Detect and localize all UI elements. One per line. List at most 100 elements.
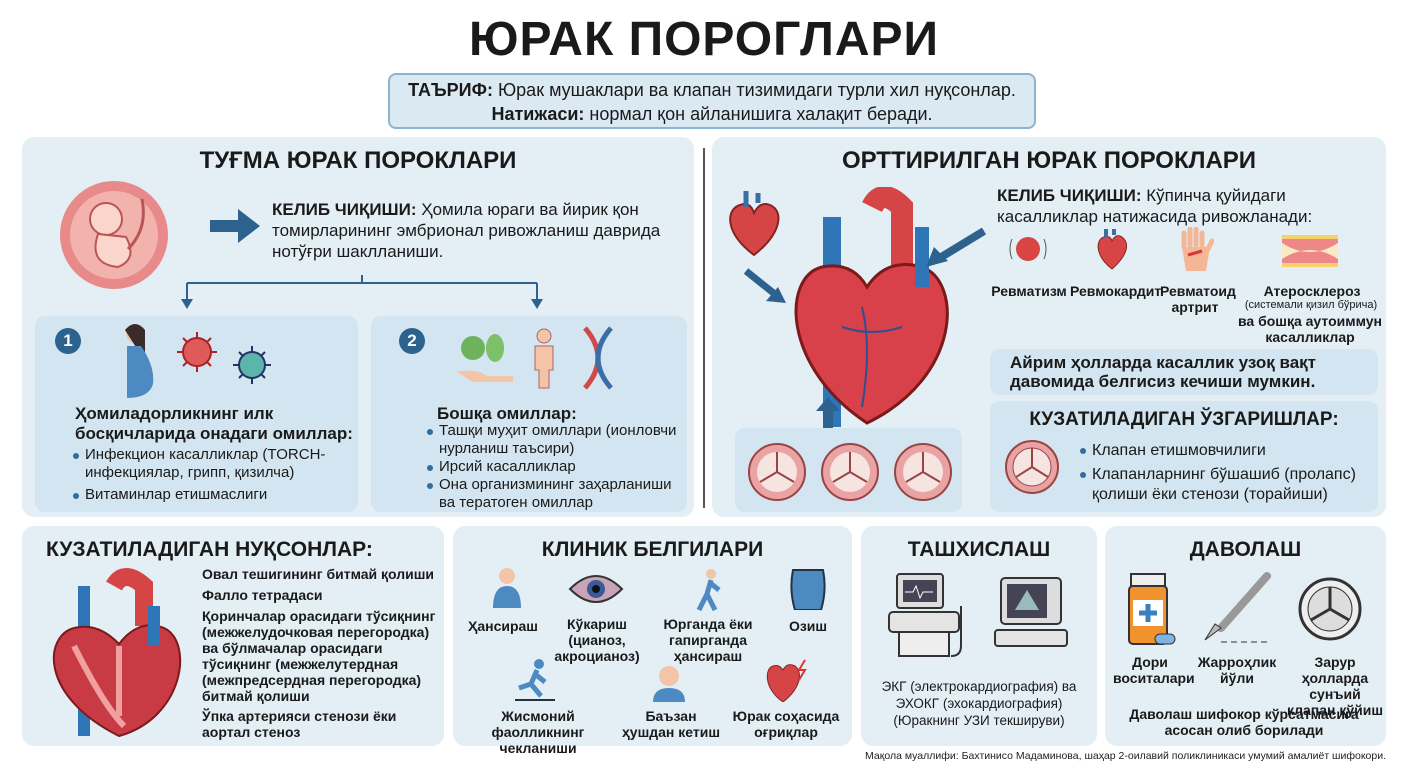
virus-teal-icon <box>233 346 271 384</box>
cause-extra: ва бошқа аутоиммун касалликлар <box>1238 313 1382 345</box>
definition-box: ТАЪРИФ: Юрак мушаклари ва клапан тизимид… <box>388 73 1036 129</box>
ecg-machine-icon <box>888 573 962 657</box>
defects-panel: КУЗАТИЛАДИГАН НУҚСОНЛАР: Овал тешигининг… <box>22 526 444 746</box>
maternal-factors-list: Инфекцион касалликлар (TORCH-инфекциялар… <box>71 446 356 504</box>
arrow-up-icon <box>816 397 840 433</box>
rheumatism-icon <box>1009 237 1047 261</box>
ultrasound-monitor-icon <box>994 577 1068 647</box>
eye-icon <box>568 575 624 603</box>
arrow-right-icon <box>210 209 260 243</box>
changes-list: Клапан етишмовчилиги Клапанларнинг бўшаш… <box>1078 441 1368 505</box>
congenital-origin: КЕЛИБ ЧИҚИШИ: Ҳомила юраги ва йирик қон … <box>272 199 692 262</box>
symptom-label: Ҳансираш <box>468 618 538 634</box>
cause-label: Ревмокардит <box>1070 283 1162 299</box>
other-factors-title: Бошқа омиллар: <box>437 404 577 423</box>
symptom-label: Кўкариш (цианоз, акроцианоз) <box>554 616 640 664</box>
list-item: Ирсий касалликлар <box>425 458 685 476</box>
other-factors-box: 2 Бошқа омиллар: Ташқи муҳит омиллари (и… <box>371 316 687 512</box>
treatment-label: Зарур ҳолларда сунъий клапан қўйиш <box>1286 654 1384 718</box>
dna-icon <box>583 326 613 390</box>
number-badge: 2 <box>399 328 425 354</box>
result-text: нормал қон айланишига халақит беради. <box>584 104 933 124</box>
congenital-panel: ТУҒМА ЮРАК ПОРОКЛАРИ КЕЛИБ ЧИҚИШИ: Ҳомил… <box>22 137 694 517</box>
list-item: Клапанларнинг бўшашиб (пролапс) қолиши ё… <box>1078 465 1368 505</box>
scalpel-icon <box>1204 572 1271 643</box>
symptom-label: Баъзан ҳушдан кетиш <box>622 708 720 740</box>
list-item: Она организмининг заҳарланиши ва тератог… <box>425 476 685 512</box>
symptom-label: Юрак соҳасида оғриқлар <box>732 708 840 740</box>
defect-item: Ўпка артерияси стенози ёки аортал стеноз <box>202 708 397 740</box>
large-heart-icon <box>794 187 949 427</box>
defect-item: Овал тешигининг битмай қолиши <box>202 566 435 582</box>
defects-list: Овал тешигининг битмай қолиши Фалло тетр… <box>202 566 437 740</box>
asymptomatic-note-box: Айрим ҳолларда касаллик узоқ вақт давоми… <box>990 349 1378 395</box>
list-item: Клапан етишмовчилиги <box>1078 441 1368 461</box>
acquired-origin: КЕЛИБ ЧИҚИШИ: Кўпинча қуйидаги касалликл… <box>997 185 1377 227</box>
symptoms-panel: КЛИНИК БЕЛГИЛАРИ Ҳансираш Кўкариш (циано… <box>453 526 852 756</box>
congenital-heading: ТУҒМА ЮРАК ПОРОКЛАРИ <box>199 147 517 174</box>
pregnant-woman-icon <box>125 324 154 398</box>
valve-icon <box>821 443 879 501</box>
arrow-to-heart-icon <box>743 268 786 303</box>
changes-heading: КУЗАТИЛАДИГАН ЎЗГАРИШЛАР: <box>1029 409 1339 430</box>
walking-person-icon <box>696 569 721 612</box>
branch-arrows <box>181 275 543 309</box>
symptom-label: Озиш <box>788 618 828 634</box>
treatment-label: Дори воситалари <box>1113 654 1195 686</box>
treatment-label: Жарроҳлик йўли <box>1197 654 1277 686</box>
cause-label: Ревматоид артрит <box>1160 283 1236 315</box>
other-factors-list: Ташқи муҳит омиллари (ионловчи нурланиш … <box>425 422 685 512</box>
diagnosis-heading: ТАШХИСЛАШ <box>907 538 1051 561</box>
weight-loss-icon <box>790 569 826 610</box>
virus-red-icon <box>177 332 217 372</box>
artificial-valve-icon <box>1298 577 1362 641</box>
heart-anatomy-icon <box>52 568 182 738</box>
defects-heading: КУЗАТИЛАДИГАН НУҚСОНЛАР: <box>46 538 373 561</box>
arrow-from-causes-icon <box>926 227 987 267</box>
treatment-heading: ДАВОЛАШ <box>1189 538 1302 561</box>
acquired-heading: ОРТТИРИЛГАН ЮРАК ПОРОКЛАРИ <box>841 147 1257 174</box>
treatment-note: Даволаш шифокор кўрсатмасига асосан олиб… <box>1129 706 1359 738</box>
person-icon <box>534 328 554 389</box>
cause-note: (системали қизил бўрича) <box>1244 299 1378 311</box>
cause-label: Ревматизм <box>991 283 1067 299</box>
defect-item: Фалло тетрадаси <box>202 587 323 603</box>
symptom-label: Жисмоний фаолликнинг чекланиши <box>491 708 585 756</box>
asymptomatic-note: Айрим ҳолларда касаллик узоқ вақт давоми… <box>1010 353 1317 391</box>
medicine-bottle-icon <box>1128 573 1176 645</box>
definition-label: ТАЪРИФ: <box>408 80 493 100</box>
maternal-factors-title: Ҳомиладорликнинг илк босқичларида онадаг… <box>75 404 353 443</box>
footer-author: Мақола муаллифи: Бахтинисо Мадаминова, ш… <box>865 750 1386 762</box>
small-heart-icon <box>729 191 780 257</box>
list-item: Инфекцион касалликлар (TORCH-инфекциялар… <box>71 446 356 482</box>
result-label: Натижаси: <box>491 104 585 124</box>
symptom-label: Юрганда ёки гапирганда ҳансираш <box>663 616 753 664</box>
number-badge: 1 <box>55 328 81 354</box>
origin-label: КЕЛИБ ЧИҚИШИ: <box>997 186 1142 205</box>
divider <box>703 148 705 508</box>
symptoms-heading: КЛИНИК БЕЛГИЛАРИ <box>541 538 764 561</box>
origin-text: Ҳомила юраги ва йирик қон томирларининг … <box>272 200 661 261</box>
list-item: Витаминлар етишмаслиги <box>71 486 356 504</box>
definition-text: Юрак мушаклари ва клапан тизимидаги турл… <box>492 80 1016 100</box>
diagnosis-text: ЭКГ (электрокардиография) ва ЭХОКГ (эхок… <box>881 679 1077 728</box>
page-title: ЮРАК ПОРОГЛАРИ <box>468 13 940 66</box>
list-item: Ташқи муҳит омиллари (ионловчи нурланиш … <box>425 422 685 458</box>
diagnosis-panel: ТАШХИСЛАШ ЭКГ (электрокардиография) ва Э… <box>861 526 1097 746</box>
exercise-limit-icon <box>515 659 555 701</box>
environment-hand-icon <box>457 334 513 382</box>
embryo-icon <box>60 181 168 289</box>
treatment-panel: ДАВОЛАШ Дори воситалари Жарроҳлик йўли З… <box>1105 526 1386 746</box>
heart-pain-icon <box>766 659 807 702</box>
rheumocarditis-heart-icon <box>1097 229 1128 270</box>
valve-icon <box>894 443 952 501</box>
shortness-of-breath-icon <box>493 568 521 608</box>
origin-text: Кўпинча қуйидаги касалликлар натижасида … <box>997 186 1313 226</box>
hand-arthritis-icon <box>1181 227 1214 271</box>
fainting-person-icon <box>653 666 685 702</box>
origin-label: КЕЛИБ ЧИҚИШИ: <box>272 200 417 219</box>
cause-label: Атеросклероз <box>1263 283 1361 299</box>
maternal-factors-box: 1 Ҳомиладорликнинг илк босқичларида онад… <box>35 316 358 512</box>
changes-box: КУЗАТИЛАДИГАН ЎЗГАРИШЛАР: Клапан етишмов… <box>990 401 1378 512</box>
valve-icons-row <box>748 443 952 501</box>
